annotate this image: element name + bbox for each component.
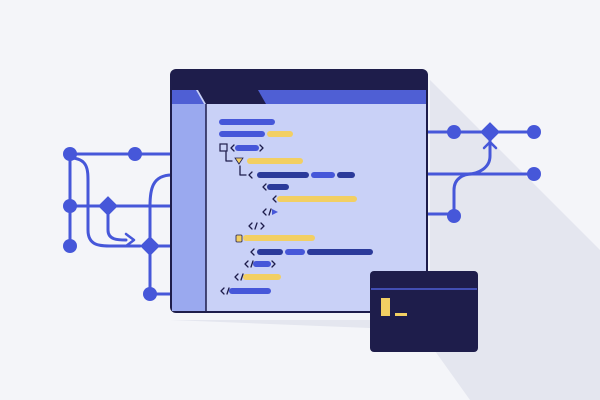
tag-open-icon bbox=[250, 248, 255, 256]
tag-close-icon bbox=[271, 260, 276, 268]
left-network bbox=[68, 152, 174, 296]
circle-node-icon bbox=[527, 125, 541, 139]
tag-open-icon bbox=[220, 287, 225, 295]
window-tab-strip bbox=[172, 90, 426, 104]
tag-open-icon bbox=[272, 195, 277, 203]
code-glyphs bbox=[220, 144, 277, 295]
circle-node-icon bbox=[527, 167, 541, 181]
tag-open-icon bbox=[248, 171, 253, 179]
tag-open-icon bbox=[234, 273, 239, 281]
circle-node-icon bbox=[447, 125, 461, 139]
tag-open-icon bbox=[262, 208, 267, 216]
terminal-prompt-block bbox=[381, 298, 390, 316]
tag-open-icon bbox=[262, 183, 267, 191]
code-lines bbox=[219, 119, 373, 294]
circle-node-icon bbox=[143, 287, 157, 301]
circle-node-icon bbox=[63, 239, 77, 253]
tag-close-icon bbox=[259, 144, 264, 152]
left-nodes bbox=[63, 147, 160, 301]
caret-down-icon bbox=[234, 157, 244, 165]
tree-connector bbox=[239, 165, 247, 176]
code-caret-icons bbox=[234, 157, 278, 243]
diamond-node-icon bbox=[140, 236, 160, 256]
circle-node-icon bbox=[63, 147, 77, 161]
diamond-node-icon bbox=[480, 122, 500, 142]
right-nodes bbox=[447, 122, 541, 223]
tree-connector bbox=[225, 151, 233, 162]
caret-right-icon bbox=[272, 209, 278, 215]
diamond-node-icon bbox=[98, 196, 118, 216]
circle-node-icon bbox=[447, 209, 461, 223]
circle-node-icon bbox=[63, 199, 77, 213]
terminal-cursor bbox=[395, 313, 407, 316]
tag-open-icon bbox=[230, 144, 235, 152]
terminal-window-icon bbox=[370, 271, 478, 352]
code-editor-window bbox=[170, 69, 428, 313]
terminal-shadow bbox=[478, 300, 600, 400]
tag-open-icon bbox=[248, 222, 253, 230]
tag-open-icon bbox=[244, 260, 249, 268]
window-active-tab bbox=[198, 90, 266, 104]
tag-close-icon bbox=[260, 222, 265, 230]
folder-square-icon bbox=[219, 143, 228, 152]
window-gutter bbox=[172, 104, 206, 311]
circle-node-icon bbox=[128, 147, 142, 161]
bookmark-icon bbox=[235, 234, 243, 243]
